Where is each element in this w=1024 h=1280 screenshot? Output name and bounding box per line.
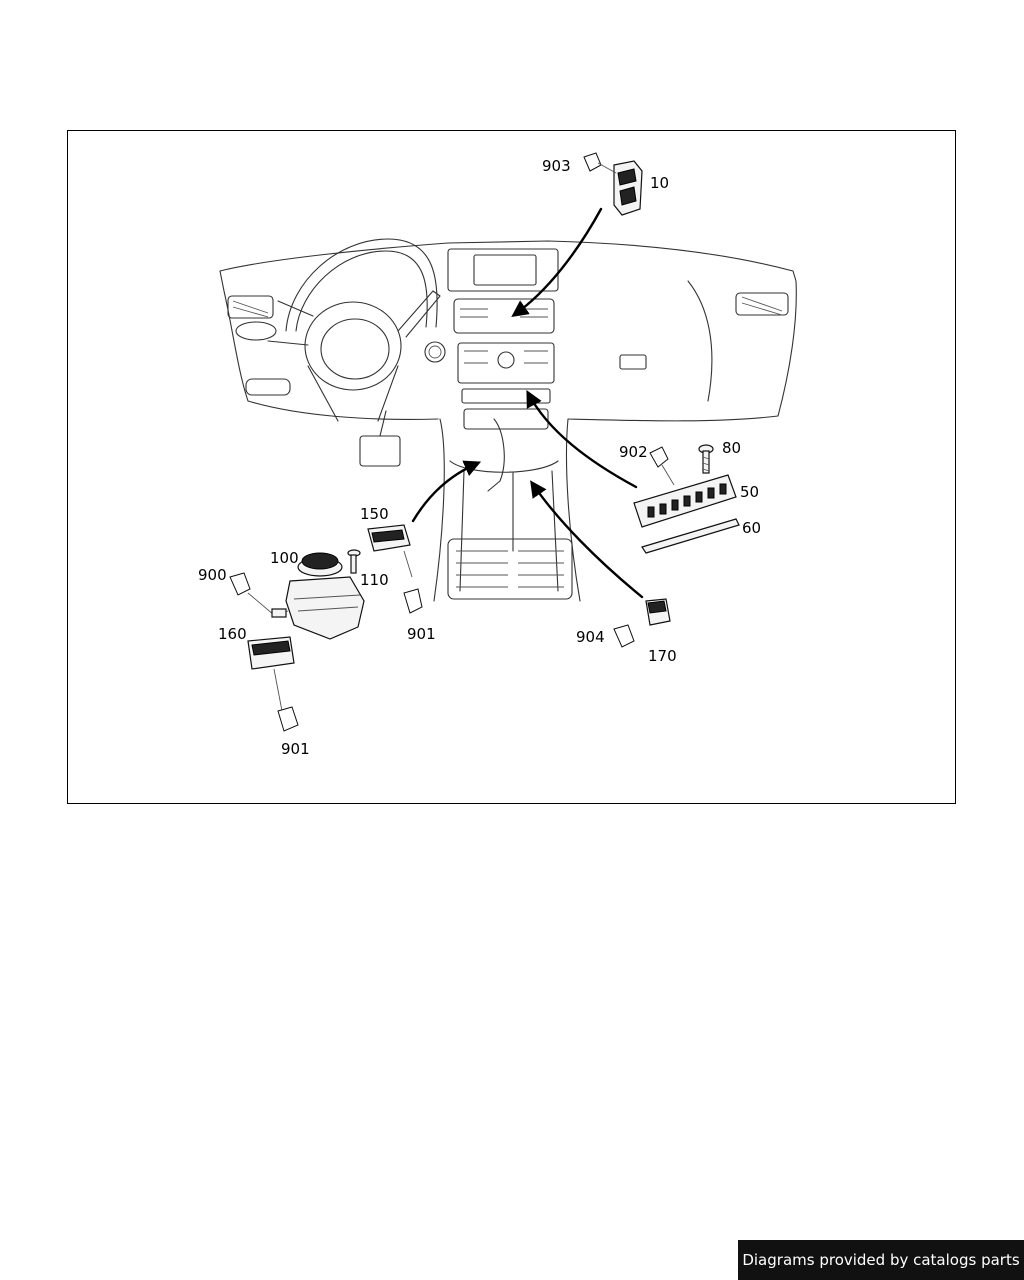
part-60-trim-strip — [641, 518, 740, 554]
arrow-50 — [526, 390, 638, 489]
dashboard-outline — [219, 238, 797, 602]
callout-110: 110 — [360, 571, 389, 589]
arrow-170 — [530, 480, 644, 599]
callout-160: 160 — [218, 625, 247, 643]
callout-50: 50 — [740, 483, 759, 501]
part-170-switch — [645, 598, 671, 626]
callout-150: 150 — [360, 505, 389, 523]
connector-901-right — [403, 588, 423, 614]
part-50-switch-panel — [633, 474, 737, 528]
connector-902 — [649, 446, 675, 486]
callout-900: 900 — [198, 566, 227, 584]
part-160-switch — [247, 636, 295, 712]
arrows — [411, 207, 644, 599]
parts-diagram: 10 50 60 80 100 110 150 160 170 900 901 … — [198, 152, 797, 758]
part-100-controller — [285, 552, 365, 640]
credit-badge: Diagrams provided by catalogs parts — [738, 1240, 1024, 1280]
part-80-screw — [698, 444, 714, 474]
callout-901-left: 901 — [281, 740, 310, 758]
arrow-10 — [511, 207, 603, 317]
callout-100: 100 — [270, 549, 299, 567]
callout-902: 902 — [619, 443, 648, 461]
diagram-frame: 10 50 60 80 100 110 150 160 170 900 901 … — [67, 130, 956, 804]
connector-900 — [229, 572, 289, 618]
connector-901-left — [277, 706, 299, 732]
callout-labels: 10 50 60 80 100 110 150 160 170 900 901 … — [198, 157, 761, 758]
arrow-150 — [411, 460, 482, 523]
callout-903: 903 — [542, 157, 571, 175]
part-150-switch — [367, 524, 413, 578]
connector-904 — [613, 624, 635, 648]
callout-901-right: 901 — [407, 625, 436, 643]
callout-60: 60 — [742, 519, 761, 537]
callout-80: 80 — [722, 439, 741, 457]
callout-10: 10 — [650, 174, 669, 192]
connector-903 — [583, 152, 617, 174]
callout-904: 904 — [576, 628, 605, 646]
part-10-switch — [613, 160, 643, 216]
credit-text: Diagrams provided by catalogs parts — [742, 1251, 1020, 1269]
callout-170: 170 — [648, 647, 677, 665]
part-110-screw — [347, 549, 361, 574]
